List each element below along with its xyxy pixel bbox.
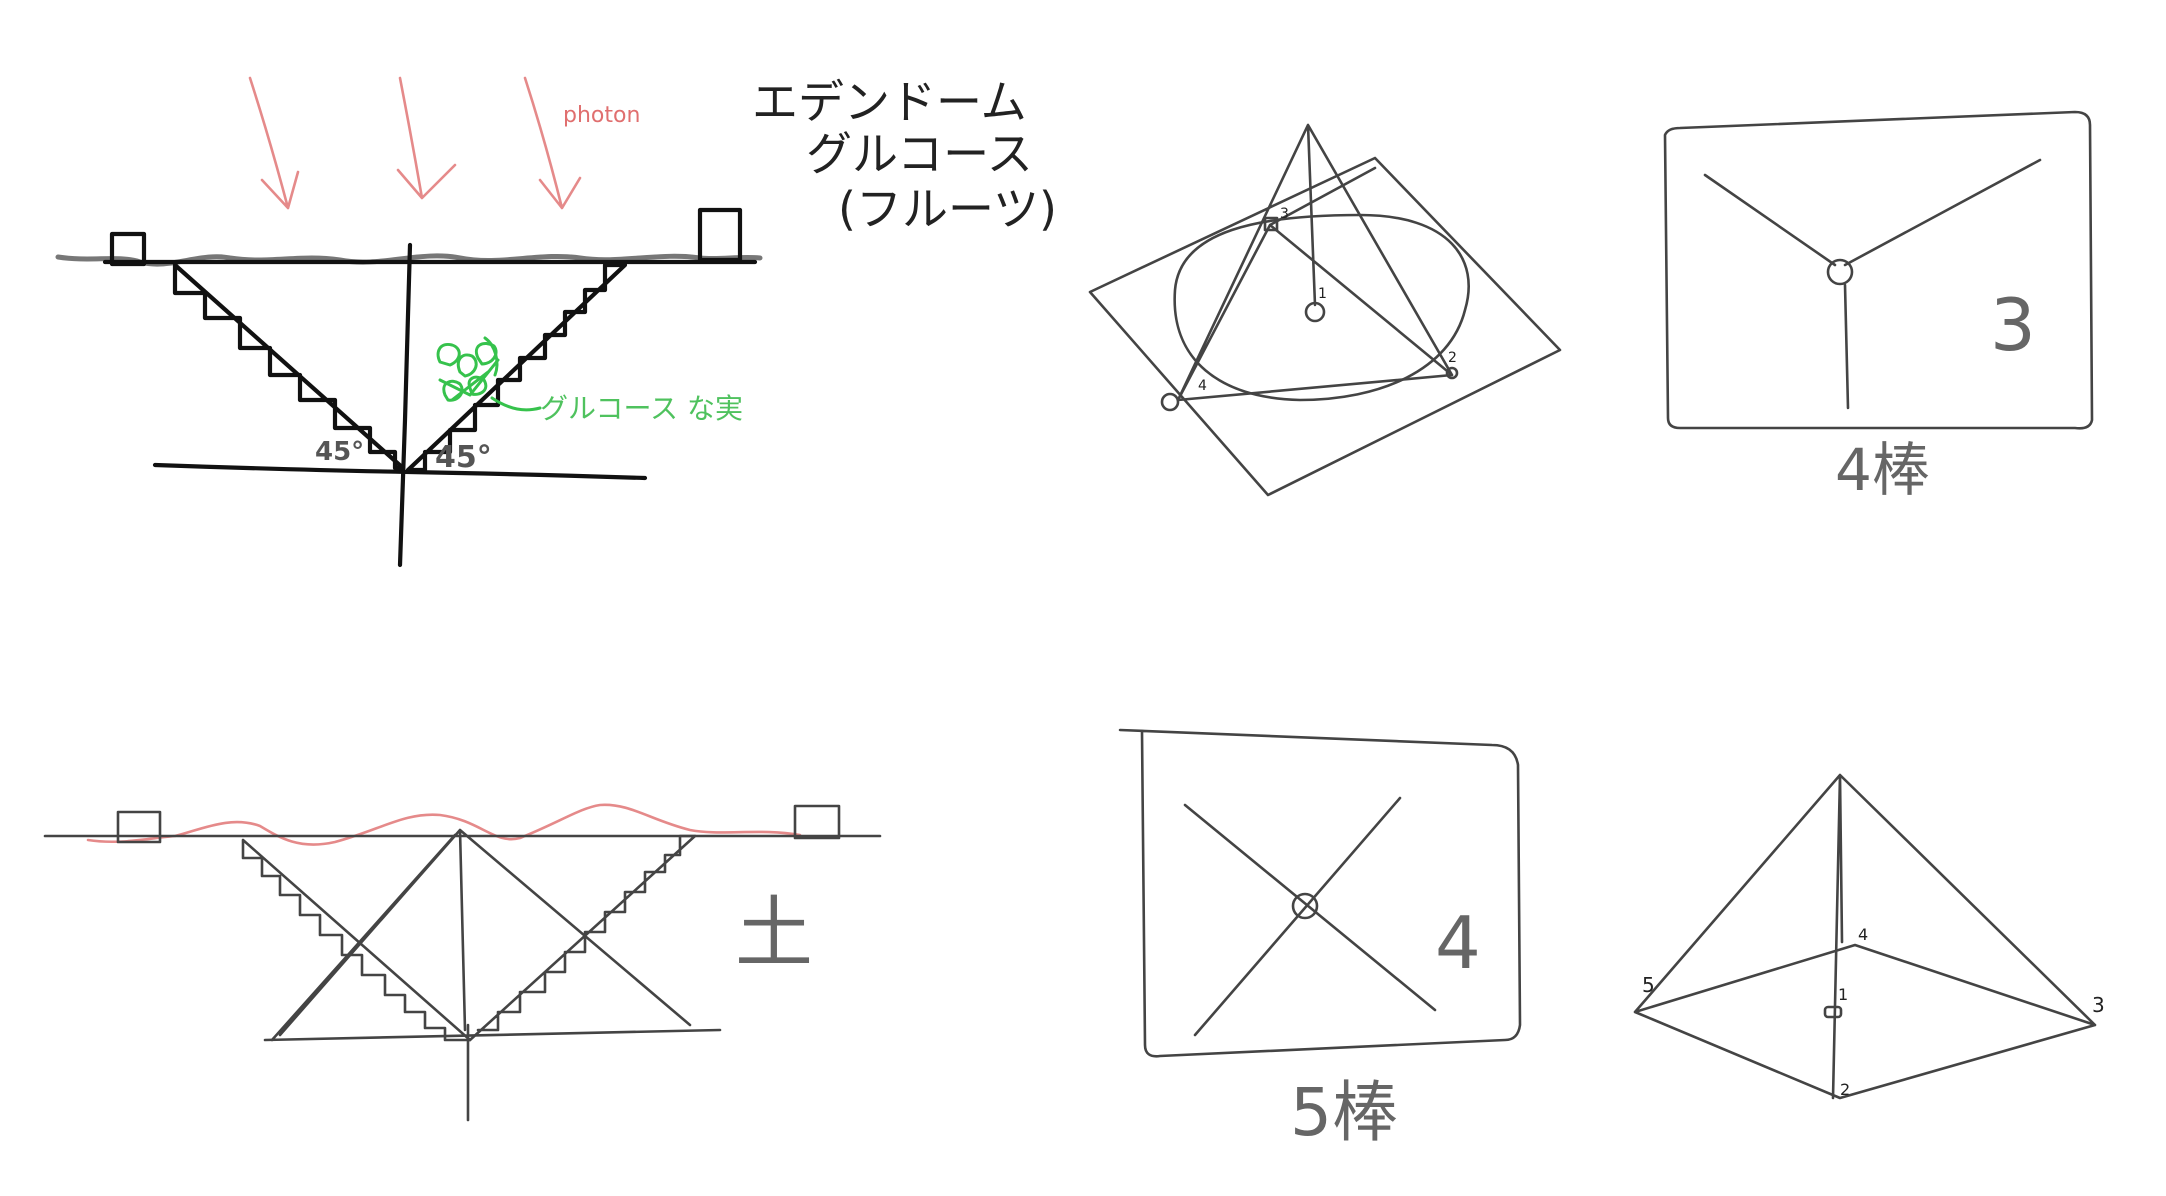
four-rod-number: 3 <box>1990 283 2036 367</box>
four-rod-caption: 4棒 <box>1835 436 1930 504</box>
photon-arrow-3 <box>523 76 582 210</box>
four-rod-frame <box>1663 110 2094 430</box>
title-line-2: グルコース <box>806 127 1033 181</box>
soil-block-left <box>116 810 162 844</box>
pyramid-vertex-1-dot <box>1823 1005 1843 1019</box>
soil-block-right <box>793 804 841 840</box>
five-rod-panel: 4 5棒 <box>1118 728 1522 1151</box>
soil-bottom-line <box>263 1028 722 1042</box>
pyr-vertex-3: 3 <box>2092 993 2105 1017</box>
tri-vertex-2: 2 <box>1448 350 1457 366</box>
fruit-plant <box>436 336 500 402</box>
circle-base <box>1173 213 1470 402</box>
vertex-4-dot <box>1160 392 1180 412</box>
title-line-1: エデンドーム <box>752 75 1027 129</box>
vertex-3-dot <box>1263 216 1279 232</box>
photon-label: photon <box>563 103 640 128</box>
soil-left-wall <box>241 838 472 1042</box>
angle-left-label: 45° <box>315 437 364 467</box>
plane <box>1088 156 1562 497</box>
tri-vertex-1: 1 <box>1318 286 1327 302</box>
five-rod-frame <box>1118 728 1522 1058</box>
photon-arrow-2 <box>396 76 457 200</box>
five-rod-caption: 5棒 <box>1290 1074 1398 1151</box>
soil-right-wall <box>468 834 697 1042</box>
title-block: エデンドーム グルコース (フルーツ) <box>752 75 1057 236</box>
right-wall <box>405 262 628 473</box>
soil-label: 土 <box>735 889 813 979</box>
fruit-pointer <box>490 396 542 412</box>
tri-vertex-4: 4 <box>1198 378 1207 394</box>
soil-section-diagram: 土 <box>43 803 882 1122</box>
left-wall <box>172 262 406 471</box>
four-rod-center <box>1826 258 1854 286</box>
fruit-label: グルコース な実 <box>540 392 743 425</box>
five-rod-center <box>1291 892 1319 920</box>
soil-surface-red <box>86 803 802 846</box>
tetrahedron-sketch: 1 2 3 4 <box>1088 123 1562 497</box>
five-rod-number: 4 <box>1435 901 1481 985</box>
pyr-vertex-2: 2 <box>1840 1080 1850 1099</box>
title-line-3: (フルーツ) <box>838 182 1057 236</box>
soil-cross-lines <box>270 828 692 1042</box>
vertex-2-dot <box>1445 366 1459 380</box>
angle-right-label: 45° <box>435 440 492 475</box>
pyr-vertex-1: 1 <box>1838 985 1848 1004</box>
pyramid-sketch: 1 2 3 4 5 <box>1633 773 2105 1100</box>
photon-arrows <box>248 76 582 210</box>
block-left <box>109 231 147 267</box>
tetra-edges <box>1176 123 1454 402</box>
pyr-vertex-5: 5 <box>1642 973 1655 997</box>
vertex-1-dot <box>1304 301 1326 323</box>
pyr-vertex-4: 4 <box>1858 925 1868 944</box>
dome-section-diagram: photon 45° 45° グルコース な実 <box>55 76 763 568</box>
vertical-axis <box>397 242 413 568</box>
block-right <box>697 207 743 263</box>
photon-arrow-1 <box>248 76 300 210</box>
four-rod-lines <box>1703 158 2042 410</box>
pyramid-edges <box>1633 773 2097 1100</box>
four-rod-panel: 3 4棒 <box>1663 110 2094 504</box>
tri-vertex-3: 3 <box>1280 206 1289 222</box>
